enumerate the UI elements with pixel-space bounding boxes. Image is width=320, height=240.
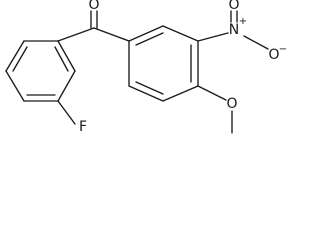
bond-nitro-to-oxygen-single [243, 35, 269, 50]
bond-ring-left-to-carbonyl [57, 27, 95, 42]
bond-ring-right-to-nitro [197, 32, 229, 42]
nitro-nitrogen-label: N [229, 22, 239, 38]
bond-ring-left-4 [57, 70, 76, 102]
nitro-positive-charge: + [239, 16, 247, 27]
methoxy-group: O [197, 85, 238, 134]
bond-ring-right-5 [128, 85, 164, 102]
nitro-oxygen-single-label: O [268, 47, 279, 63]
fluorine-label: F [79, 119, 87, 135]
bond-ring-left-to-fluorine [57, 100, 76, 125]
bond-ring-left-inner-2 [54, 46, 69, 72]
right-benzene-ring [128, 25, 199, 102]
nitro-oxygen-double-label: O [228, 0, 239, 13]
bond-ring-right-4 [162, 85, 199, 102]
bond-ring-left-6 [5, 70, 25, 102]
bond-ring-left-inner-1 [12, 46, 28, 72]
left-benzene-ring [5, 40, 76, 102]
bond-ring-right-inner-1 [135, 32, 164, 46]
bond-ring-right-to-methoxy-oxygen [197, 85, 227, 101]
methoxy-oxygen-label: O [226, 96, 237, 112]
nitro-negative-charge: − [279, 44, 287, 55]
fluorine-substituent: F [57, 100, 87, 135]
bond-carbonyl-to-ring-right [93, 27, 130, 42]
nitro-group: N + O O − [197, 0, 287, 63]
molecule-diagram: O F N + O O [5, 0, 288, 135]
bond-ring-left-1 [5, 40, 25, 72]
bond-ring-right-2 [162, 25, 199, 42]
bond-ring-left-3 [57, 40, 76, 72]
bond-ring-right-1 [128, 25, 164, 42]
carbonyl-group: O [57, 0, 130, 42]
carbonyl-oxygen-label: O [88, 0, 99, 13]
bond-ring-right-inner-3 [135, 81, 164, 95]
structure-svg: O F N + O O [5, 0, 287, 135]
